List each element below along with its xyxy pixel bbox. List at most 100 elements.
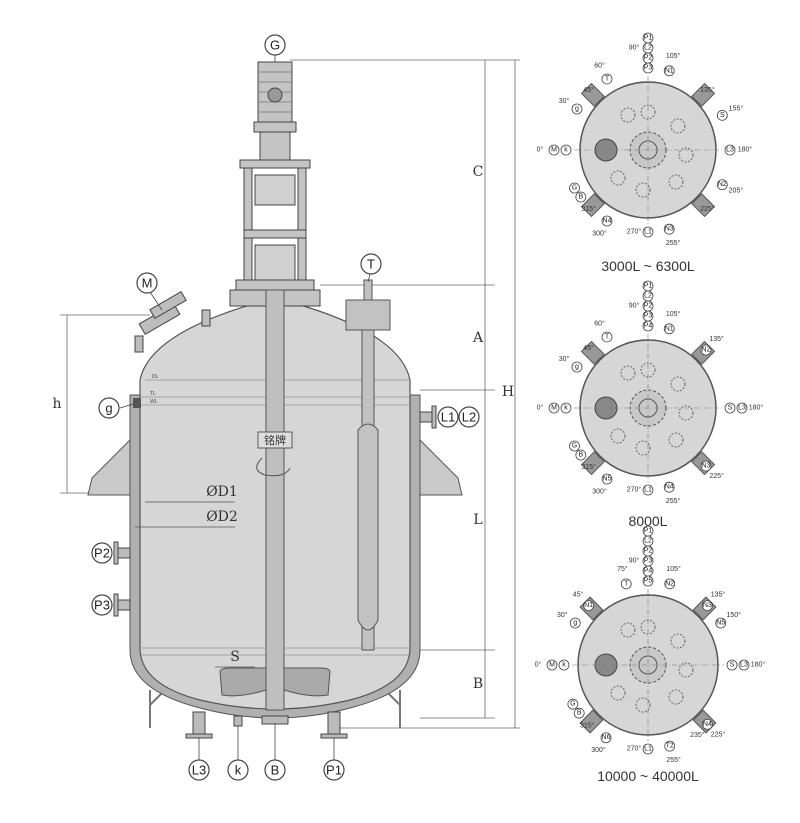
plan-callout-N4: N4: [701, 718, 713, 730]
plan-angle-label: 180°: [751, 661, 766, 669]
plan-nozzle: 45°: [583, 86, 594, 94]
plan-callout-N1: N1: [583, 600, 595, 612]
svg-text:S: S: [730, 662, 735, 669]
svg-text:L1: L1: [644, 229, 652, 236]
svg-text:P2: P2: [644, 548, 653, 555]
plan-angle-label: 105°: [666, 52, 681, 60]
plan-angle-label: 30°: [559, 355, 570, 363]
side-nozzles: [113, 405, 437, 617]
svg-text:S: S: [728, 405, 733, 412]
svg-text:P2: P2: [94, 546, 110, 561]
plan-nozzle: 235°: [690, 731, 705, 739]
plan-angle-label: 75°: [617, 565, 628, 573]
plan-callout-G: G: [569, 440, 580, 452]
plan-nozzle: N1 105°: [663, 52, 681, 77]
rotation-arrow-icon: [256, 457, 291, 477]
plan-callout-P2: P2: [642, 52, 654, 64]
nozzle-opening: [635, 182, 651, 198]
callout-L3: L3: [188, 759, 210, 781]
nozzle-opening: [620, 107, 636, 123]
svg-text:P2: P2: [644, 55, 653, 62]
callout-P3: P3: [91, 594, 113, 616]
svg-text:G: G: [570, 701, 575, 708]
plan-angle-label: 30°: [557, 611, 568, 619]
plan-angle-label: 150°: [726, 611, 741, 619]
svg-text:L2: L2: [644, 45, 652, 52]
plan-callout-L1: L1: [642, 226, 654, 238]
nozzle-opening: [670, 633, 686, 649]
plan-nozzle: T 75°: [617, 565, 632, 590]
svg-text:L1: L1: [644, 487, 652, 494]
plan-angle-label: 60°: [594, 61, 605, 69]
svg-text:P4: P4: [644, 323, 653, 330]
svg-text:N1: N1: [665, 325, 674, 332]
svg-text:N6: N6: [602, 734, 611, 741]
plan-callout-N1: N1: [663, 65, 675, 77]
plan-angle-label: 45°: [583, 86, 594, 94]
nameplate: [257, 431, 293, 449]
svg-text:k: k: [235, 763, 242, 778]
svg-text:g: g: [575, 106, 579, 113]
plan-angle-label: 205°: [729, 186, 744, 194]
agitator-drive: [229, 61, 321, 307]
plan-callout-N3: N3: [701, 600, 713, 612]
plan-callout-T: T: [601, 73, 613, 85]
plan-nozzle: g30°: [559, 355, 583, 373]
callout-P1: P1: [323, 759, 345, 781]
svg-text:L2: L2: [644, 538, 652, 545]
plan-angle-label: 180°: [738, 146, 753, 154]
callout-P2: P2: [91, 542, 113, 564]
svg-text:L2: L2: [644, 293, 652, 300]
dim-S: S: [230, 649, 240, 665]
plan-nozzle: kM0°: [537, 144, 572, 156]
plan-callout-L2: L2: [642, 42, 654, 54]
plan-angle-label: 90°: [629, 557, 640, 565]
plan-callout-M: M: [546, 659, 558, 671]
svg-text:N1: N1: [584, 602, 593, 609]
svg-text:k: k: [562, 662, 566, 669]
nozzle-g: [133, 398, 141, 408]
plan-angle-label: 315°: [580, 721, 595, 729]
svg-text:L2: L2: [462, 410, 476, 425]
plan-nozzle: 315°: [580, 721, 595, 729]
svg-text:N2: N2: [665, 580, 674, 587]
plan-nozzle: 45°: [583, 344, 594, 352]
plan-callout-N6: N6: [600, 732, 612, 744]
svg-text:N4: N4: [603, 218, 612, 225]
plan-callout-T: T: [601, 331, 613, 343]
svg-text:L1: L1: [441, 410, 455, 425]
plan-callout-P1: P1: [642, 32, 654, 44]
plan-angle-label: 255°: [666, 756, 681, 764]
svg-text:T: T: [624, 580, 629, 587]
plan-nozzle: kM0°: [537, 402, 572, 414]
plan-callout-k: k: [558, 659, 570, 671]
callout-G: G: [264, 34, 286, 56]
nozzle-opening: [610, 685, 626, 701]
plan-view-2: P4P3P2L2P190°N1105°T60°45°g30°kM0°N2135°…: [537, 280, 763, 505]
plan-callout-g: g: [569, 617, 581, 629]
callout-B: B: [264, 759, 286, 781]
nozzle-opening: [668, 432, 684, 448]
plan-nozzle: 315°: [581, 463, 596, 471]
plan-angle-label: 45°: [583, 344, 594, 352]
svg-text:P3: P3: [644, 558, 653, 565]
support-lug: [579, 709, 604, 734]
plan-angle-label: 300°: [592, 488, 607, 496]
plan-callout-P3: P3: [642, 310, 654, 322]
plan-angle-label: 0°: [537, 404, 544, 412]
nozzle-opening: [678, 405, 694, 421]
svg-text:g: g: [573, 620, 577, 627]
plan-callout-P5: P5: [642, 575, 654, 587]
dim-A: A: [472, 330, 484, 346]
svg-text:B: B: [271, 763, 280, 778]
nozzle-opening: [678, 147, 694, 163]
bottom-outlets: [185, 711, 348, 739]
